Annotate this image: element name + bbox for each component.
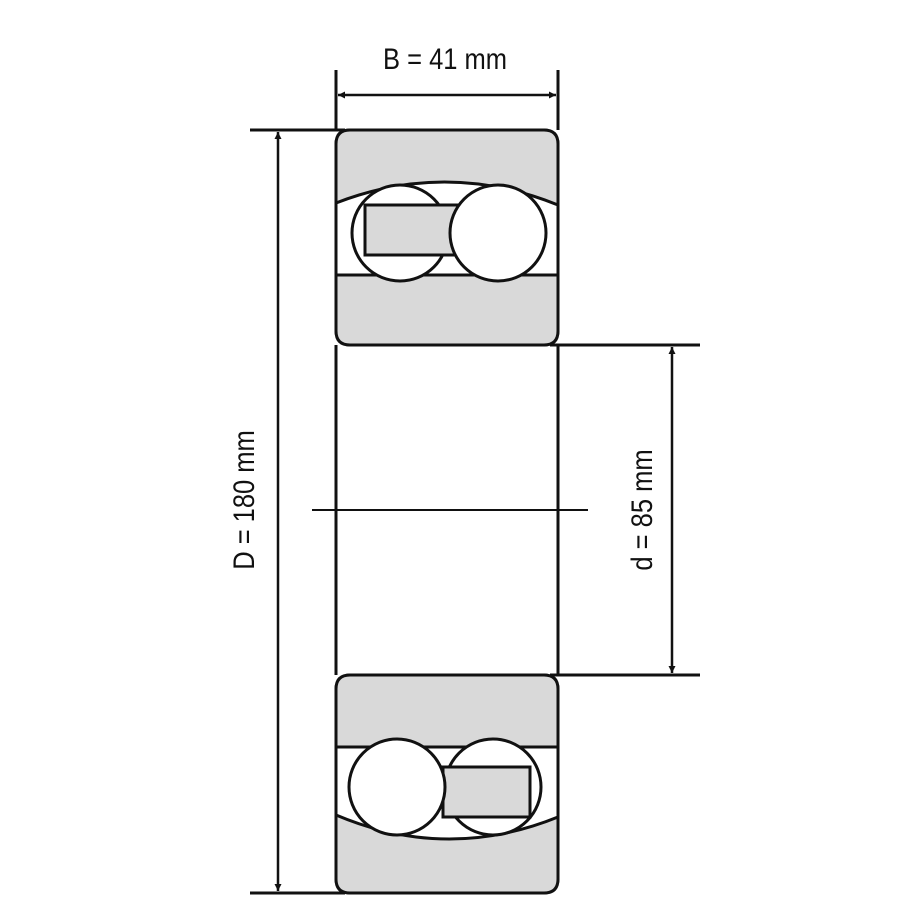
inner-ring-bottom bbox=[334, 673, 560, 749]
inner-ring-top bbox=[334, 273, 560, 347]
outer-diameter-label: D = 180 mm bbox=[228, 430, 261, 570]
ball-right-top bbox=[448, 183, 548, 283]
ball-left-bottom bbox=[347, 737, 447, 837]
cage-top bbox=[363, 203, 460, 257]
bearing-section-bottom bbox=[334, 673, 560, 895]
bearing-section-top bbox=[334, 128, 560, 347]
width-label: B = 41 mm bbox=[382, 43, 508, 76]
bore-diameter-label: d = 85 mm bbox=[626, 449, 659, 571]
cage-bottom bbox=[441, 765, 532, 819]
